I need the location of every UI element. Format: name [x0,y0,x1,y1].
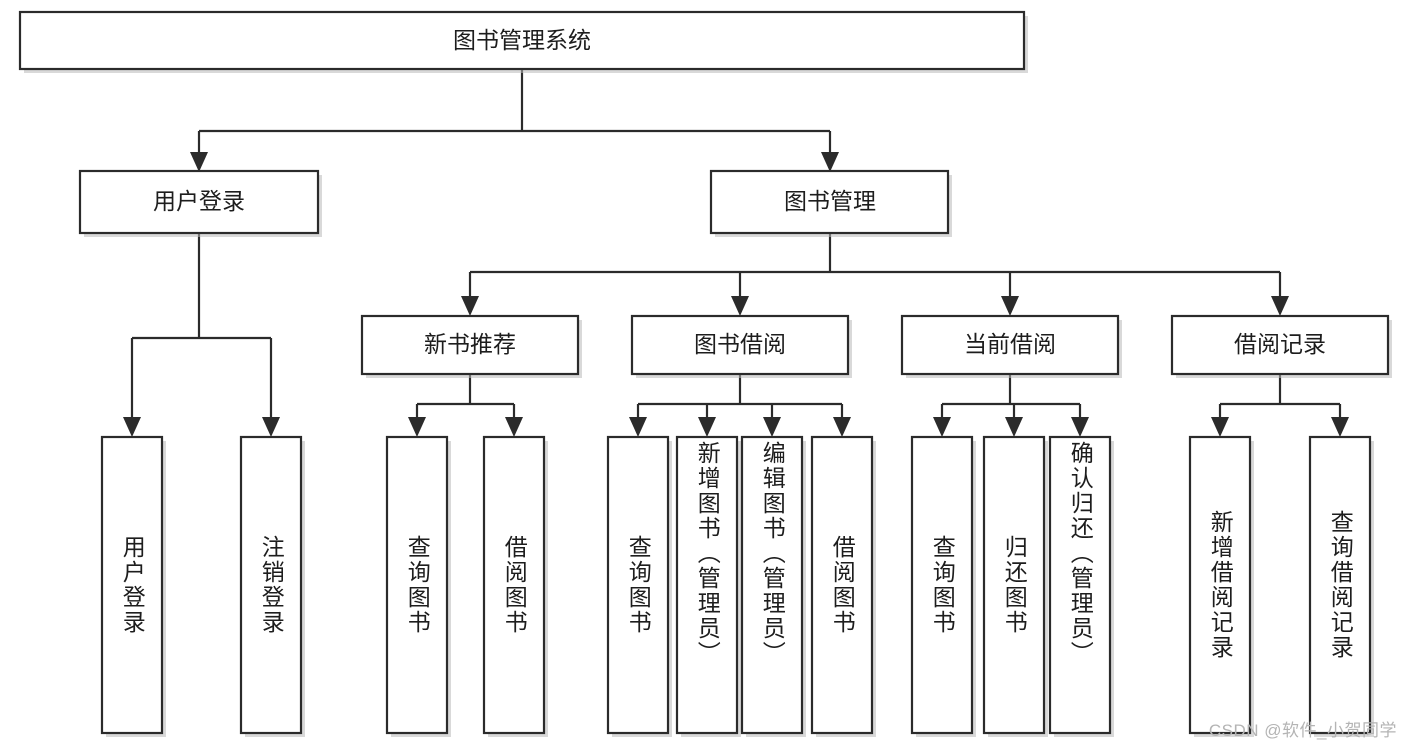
edge-group-userlogin-to-leaves [123,233,280,437]
arrowhead-leaf-query-record [1331,417,1349,437]
node-leaf-query-book-rec[interactable] [385,435,451,737]
leaf-boxes [100,435,1374,737]
arrowhead-leaf-borrow-book [833,417,851,437]
node-leaf-add-record[interactable] [1188,435,1254,737]
edge-group-bookmanage-to-level3 [461,233,1289,316]
arrowhead-leaf-query-book-current [933,417,951,437]
arrowhead-borrow-record [1271,296,1289,316]
node-leaf-add-book[interactable] [675,435,741,737]
node-user-login-label: 用户登录 [153,188,245,214]
arrowhead-current-borrow [1001,296,1019,316]
edge-group-bookborrow-to-leaves [629,374,851,437]
node-borrow-record[interactable]: 借阅记录 [1170,314,1392,378]
node-root-label: 图书管理系统 [453,27,591,53]
arrowhead-leaf-return-book [1005,417,1023,437]
node-book-manage-label: 图书管理 [784,188,876,214]
node-new-book-rec-label: 新书推荐 [424,331,516,357]
node-user-login[interactable]: 用户登录 [78,169,322,237]
node-leaf-borrow-book-rec[interactable] [482,435,548,737]
arrowhead-leaf-query-book-rec [408,417,426,437]
node-leaf-user-login[interactable] [100,435,166,737]
node-root[interactable]: 图书管理系统 [18,10,1028,73]
arrowhead-leaf-add-book [698,417,716,437]
node-leaf-user-logout[interactable] [239,435,305,737]
node-leaf-return-book[interactable] [982,435,1048,737]
node-leaf-edit-book[interactable] [740,435,806,737]
arrowhead-leaf-add-record [1211,417,1229,437]
node-borrow-record-label: 借阅记录 [1234,331,1326,357]
node-leaf-query-book-current[interactable] [910,435,976,737]
node-book-borrow-label: 图书借阅 [694,331,786,357]
arrowhead-leaf-user-logout [262,417,280,437]
node-leaf-confirm-return[interactable] [1048,435,1114,737]
edge-group-root-to-level2 [190,69,839,172]
node-leaf-query-book-borrow[interactable] [606,435,672,737]
node-book-borrow[interactable]: 图书借阅 [630,314,852,378]
node-leaf-borrow-book[interactable] [810,435,876,737]
node-current-borrow-label: 当前借阅 [964,331,1056,357]
edge-group-newbookrec-to-leaves [408,374,523,437]
arrowhead-user-login [190,152,208,172]
arrowhead-new-book-rec [461,296,479,316]
arrowhead-leaf-confirm-return [1071,417,1089,437]
edge-group-borrowrecord-to-leaves [1211,374,1349,437]
arrowhead-leaf-user-login [123,417,141,437]
edge-group-currentborrow-to-leaves [933,374,1089,437]
node-leaf-query-record[interactable] [1308,435,1374,737]
arrowhead-book-borrow [731,296,749,316]
arrowhead-leaf-edit-book [763,417,781,437]
csdn-watermark: CSDN @软件_小贺同学 [1208,721,1397,740]
arrowhead-leaf-borrow-book-rec [505,417,523,437]
node-book-manage[interactable]: 图书管理 [709,169,952,237]
node-new-book-rec[interactable]: 新书推荐 [360,314,582,378]
arrowhead-book-manage [821,152,839,172]
node-current-borrow[interactable]: 当前借阅 [900,314,1122,378]
arrowhead-leaf-query-book-borrow [629,417,647,437]
